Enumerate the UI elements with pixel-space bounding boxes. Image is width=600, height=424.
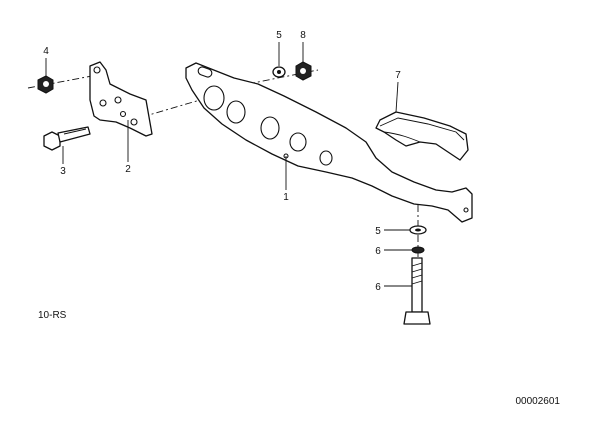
callout-leaders bbox=[45, 42, 412, 287]
callout-1: 1 bbox=[283, 192, 289, 203]
long-bolt-part-6 bbox=[403, 257, 431, 325]
callout-6-bolt: 6 bbox=[375, 282, 381, 293]
lock-nut-part-8 bbox=[295, 61, 312, 81]
diagram-code: 10-RS bbox=[38, 310, 67, 321]
callout-7: 7 bbox=[395, 70, 401, 81]
image-number: 00002601 bbox=[516, 396, 561, 407]
bolt-part-3 bbox=[43, 126, 91, 151]
callout-5-top: 5 bbox=[276, 30, 282, 41]
washer-part-5-bottom bbox=[409, 225, 427, 235]
callout-4: 4 bbox=[43, 46, 49, 57]
support-bracket-part-1 bbox=[185, 62, 473, 223]
callout-labels: 4 5 8 7 3 2 1 5 6 6 bbox=[43, 30, 401, 293]
callout-3: 3 bbox=[60, 166, 66, 177]
spring-washer-part-6 bbox=[411, 246, 425, 254]
callout-2: 2 bbox=[125, 164, 131, 175]
washer-part-5-top bbox=[272, 66, 286, 78]
nut-part-4 bbox=[37, 75, 54, 94]
callout-8: 8 bbox=[300, 30, 306, 41]
rubber-mount-part-7 bbox=[375, 111, 469, 161]
mounting-plate-part-2 bbox=[89, 61, 153, 137]
callout-6-washer: 6 bbox=[375, 246, 381, 257]
callout-5-bottom: 5 bbox=[375, 226, 381, 237]
